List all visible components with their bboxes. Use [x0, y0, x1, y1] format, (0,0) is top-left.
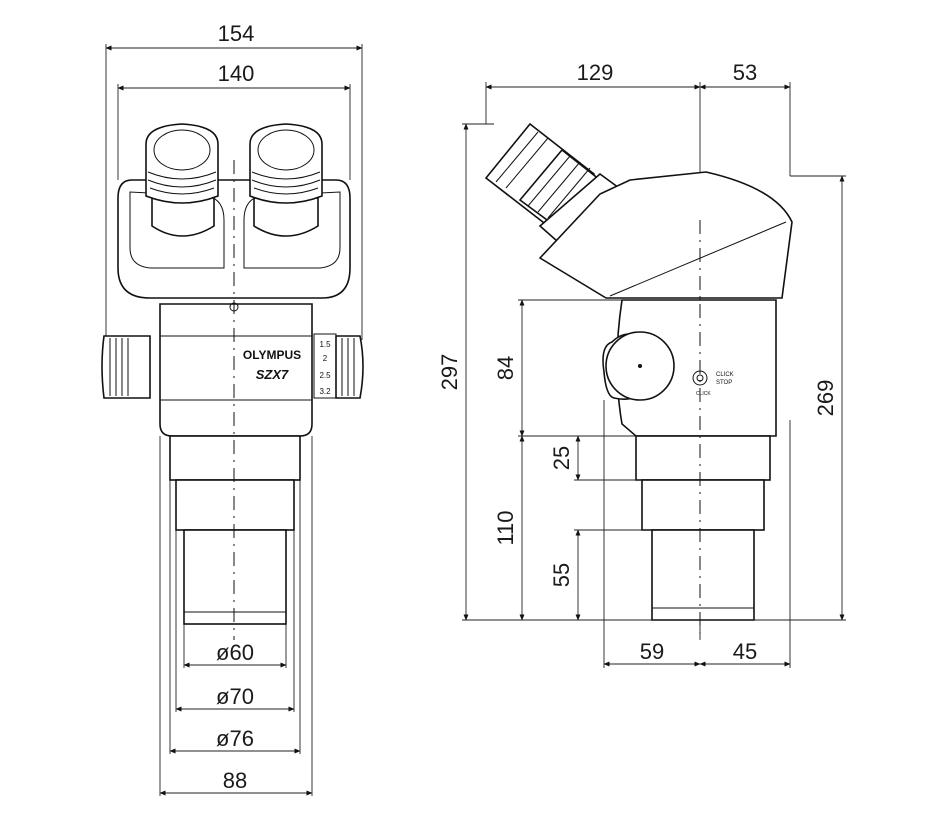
zoom-body: OLYMPUS SZX7 1.5 2 2.5 3.2	[159, 302, 337, 437]
svg-text:59: 59	[640, 639, 664, 664]
side-objective-mount	[635, 435, 771, 621]
side-view: 129 53 CLICK STOP CLICK	[437, 60, 846, 668]
svg-text:269: 269	[813, 380, 838, 417]
dimension-297: 297	[437, 123, 469, 621]
zoom-mark-2: 2	[323, 354, 328, 363]
dimension-25: 25	[549, 435, 581, 481]
dimension-53: 53	[699, 60, 791, 90]
svg-text:110: 110	[493, 510, 518, 545]
dimension-dia-60: ø60	[183, 640, 287, 668]
svg-text:ø70: ø70	[216, 684, 254, 709]
svg-text:45: 45	[733, 639, 757, 664]
dimension-dia-76: ø76	[169, 726, 301, 754]
side-head	[538, 171, 793, 299]
dimension-55: 55	[549, 529, 581, 621]
click-stop-label-2: STOP	[716, 380, 732, 386]
dimension-110: 110	[493, 435, 525, 621]
right-zoom-knob	[335, 335, 364, 399]
click-label: CLICK	[696, 391, 711, 397]
dimension-45: 45	[699, 639, 791, 667]
left-zoom-knob	[101, 335, 151, 399]
objective-mount	[169, 435, 301, 625]
zoom-mark-4: 3.2	[319, 387, 331, 396]
svg-text:53: 53	[733, 60, 757, 85]
front-view: 154 140	[101, 21, 364, 796]
svg-text:297: 297	[437, 354, 462, 391]
svg-text:ø76: ø76	[216, 726, 254, 751]
model-label: SZX7	[256, 367, 289, 382]
svg-text:25: 25	[549, 446, 574, 470]
dimension-269: 269	[813, 175, 845, 621]
zoom-mark-1: 1.5	[319, 340, 331, 349]
dimension-154: 154	[105, 21, 363, 51]
click-stop-label-1: CLICK	[716, 372, 734, 378]
svg-text:84: 84	[493, 356, 518, 380]
dimension-140: 140	[117, 61, 351, 91]
svg-text:55: 55	[549, 563, 574, 587]
dimension-dia-70: ø70	[175, 684, 295, 712]
zoom-mark-3: 2.5	[319, 371, 331, 380]
svg-text:ø60: ø60	[216, 640, 254, 665]
dimension-84: 84	[493, 299, 525, 437]
svg-text:129: 129	[577, 60, 614, 85]
right-eyepiece	[249, 123, 323, 237]
side-zoom-body: CLICK STOP CLICK	[602, 299, 777, 437]
dimension-59: 59	[603, 639, 701, 667]
dimension-129: 129	[485, 60, 701, 90]
dimension-88: 88	[159, 768, 313, 796]
svg-text:140: 140	[218, 61, 255, 86]
brand-logo: OLYMPUS	[243, 348, 301, 362]
svg-text:154: 154	[218, 21, 255, 46]
svg-text:88: 88	[223, 768, 247, 793]
left-eyepiece	[145, 123, 219, 237]
